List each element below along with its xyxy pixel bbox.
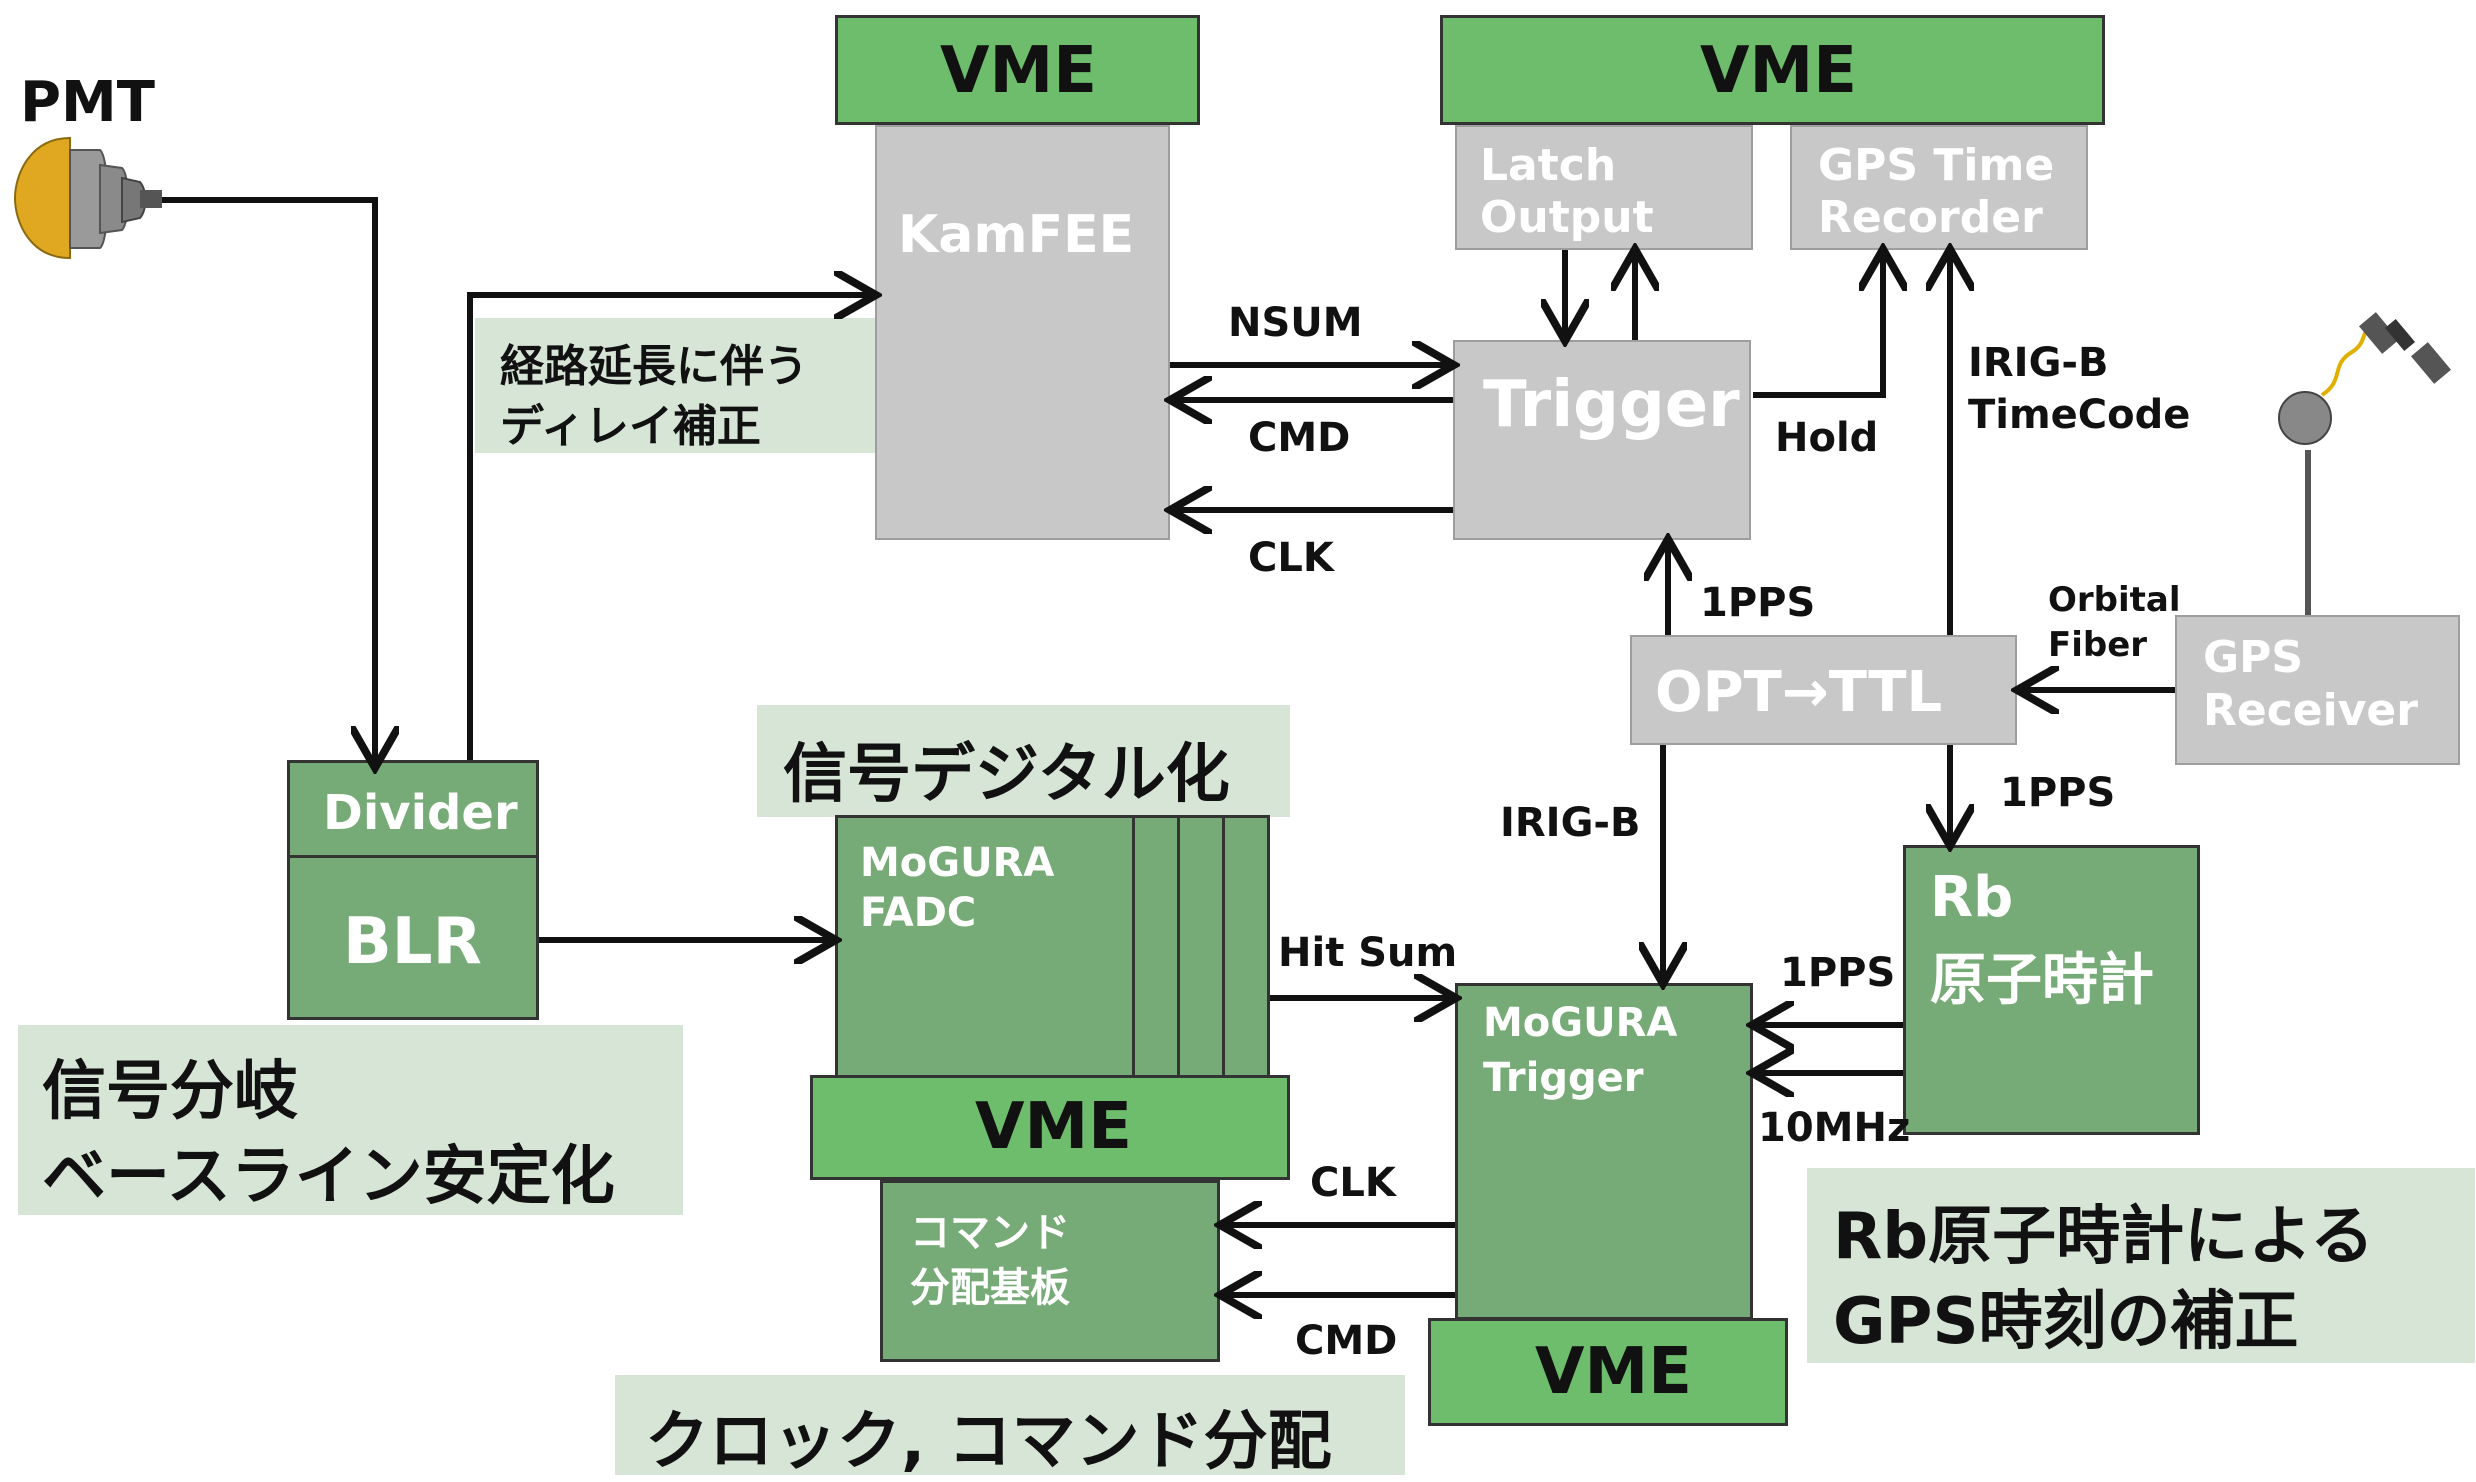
gps-antenna-icon xyxy=(2279,322,2375,615)
mogura-fadc-label-2: FADC xyxy=(860,890,976,936)
gps-receiver-label-1: GPS xyxy=(2203,632,2303,683)
kamfee-label: KamFEE xyxy=(898,205,1134,265)
hit-sum-label: Hit Sum xyxy=(1278,930,1457,976)
orbital-label-1: Orbital xyxy=(2048,580,2181,620)
orbital-label-2: Fiber xyxy=(2048,625,2147,665)
satellite-icon xyxy=(2359,312,2451,384)
mogura-trigger-label-1: MoGURA xyxy=(1483,1000,1677,1046)
mogura-fadc-label-1: MoGURA xyxy=(860,840,1054,886)
cmd-dist-label-1: コマンド xyxy=(910,1200,1070,1258)
gps-recorder-label-2: Recorder xyxy=(1818,192,2043,243)
latch-label-1: Latch xyxy=(1480,140,1616,191)
nsum-label: NSUM xyxy=(1228,300,1363,346)
hold-arrow xyxy=(1753,255,1883,395)
mogura-trigger-label-2: Trigger xyxy=(1483,1055,1643,1101)
cmd-dist-label-2: 分配基板 xyxy=(910,1255,1070,1313)
cmd-bottom-label: CMD xyxy=(1295,1318,1397,1364)
irigb-timecode-label-2: TimeCode xyxy=(1968,392,2190,438)
pps-trigger-label: 1PPS xyxy=(1700,580,1815,626)
split-note-line-1: 信号分岐 xyxy=(42,1040,298,1132)
latch-label-2: Output xyxy=(1480,192,1654,243)
pmt-to-divider-line xyxy=(160,200,375,762)
blr-label: BLR xyxy=(343,905,482,979)
split-note-line-2: ベースライン安定化 xyxy=(42,1125,615,1217)
divider-label: Divider xyxy=(323,785,518,841)
delay-note-line-2: ディレイ補正 xyxy=(500,390,761,454)
rb-note-line-1: Rb原子時計による xyxy=(1833,1185,2374,1277)
clock-cmd-note-text: クロック, コマンド分配 xyxy=(645,1390,1332,1482)
pmt-icon xyxy=(15,138,162,258)
trigger-label: Trigger xyxy=(1483,368,1740,442)
cmd-top-label: CMD xyxy=(1248,415,1350,461)
irigb-timecode-label-1: IRIG-B xyxy=(1968,340,2109,386)
rb-label-1: Rb xyxy=(1930,865,2013,930)
vme-kamfee-label: VME xyxy=(940,34,1097,108)
vme-mogura-trigger-label: VME xyxy=(1535,1335,1692,1409)
delay-note-line-1: 経路延長に伴う xyxy=(500,330,808,394)
rb-note-line-2: GPS時刻の補正 xyxy=(1833,1270,2299,1362)
pps-mogura-label: 1PPS xyxy=(1780,950,1895,996)
irigb-label: IRIG-B xyxy=(1500,800,1641,846)
opt-ttl-label: OPT→TTL xyxy=(1655,660,1942,725)
clk-top-label: CLK xyxy=(1248,535,1334,581)
vme-trigger-label: VME xyxy=(1700,34,1857,108)
pps-rb-label: 1PPS xyxy=(2000,770,2115,816)
mhz10-label: 10MHz xyxy=(1758,1105,1910,1151)
pmt-label: PMT xyxy=(20,70,155,135)
vme-mogura-fadc-label: VME xyxy=(975,1090,1132,1164)
hold-label: Hold xyxy=(1775,415,1878,461)
digitize-note-text: 信号デジタル化 xyxy=(783,723,1230,815)
gps-receiver-label-2: Receiver xyxy=(2203,685,2418,736)
gps-recorder-label-1: GPS Time xyxy=(1818,140,2054,191)
clk-bottom-label: CLK xyxy=(1310,1160,1396,1206)
rb-label-2: 原子時計 xyxy=(1930,935,2154,1016)
